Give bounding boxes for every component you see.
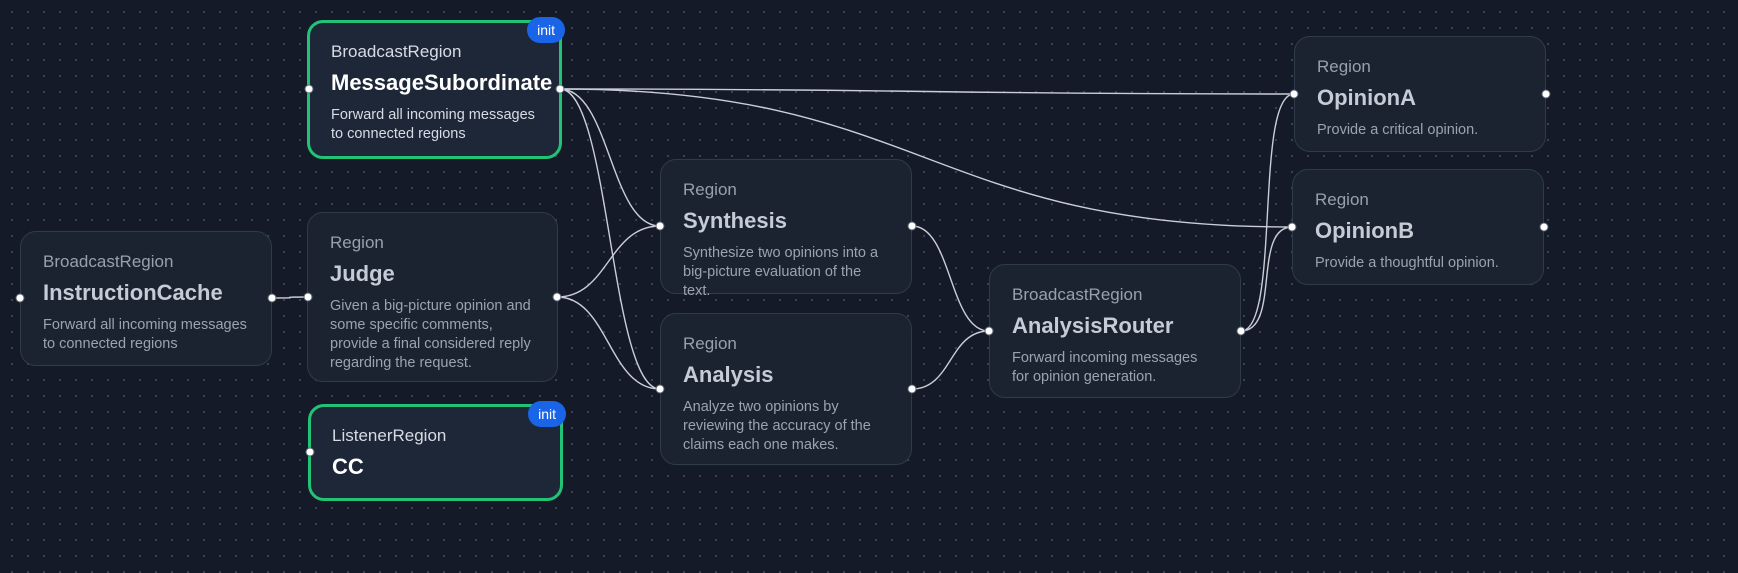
input-handle[interactable] — [15, 293, 25, 303]
node-description: Synthesize two opinions into a big-pictu… — [683, 245, 879, 299]
edge-message_subordinate-to-opinion_a — [559, 88, 1295, 95]
node-title: AnalysisRouter — [1012, 313, 1174, 338]
edge-judge-to-analysis — [556, 296, 661, 390]
node-title: Analysis — [683, 362, 774, 387]
node-cc[interactable]: ListenerRegion CC init — [308, 401, 566, 501]
output-handle[interactable] — [1236, 326, 1246, 336]
node-judge[interactable]: Region Judge Given a big-picture opinion… — [307, 212, 558, 382]
node-title: InstructionCache — [43, 280, 223, 305]
node-description: Given a big-picture opinion and some spe… — [330, 298, 531, 371]
input-handle[interactable] — [984, 326, 994, 336]
init-badge: init — [528, 401, 566, 427]
edge-analysis_router-to-opinion_a — [1240, 93, 1295, 332]
node-kind: Region — [330, 233, 384, 252]
node-kind: BroadcastRegion — [1012, 285, 1143, 304]
node-analysis[interactable]: Region Analysis Analyze two opinions by … — [660, 313, 912, 465]
input-handle[interactable] — [304, 84, 314, 94]
input-handle[interactable] — [655, 221, 665, 231]
edge-analysis_router-to-opinion_b — [1240, 226, 1293, 332]
node-opinion-b[interactable]: Region OpinionB Provide a thoughtful opi… — [1292, 169, 1544, 285]
node-title: OpinionB — [1315, 218, 1414, 243]
node-kind: Region — [1315, 190, 1369, 209]
input-handle[interactable] — [303, 292, 313, 302]
output-handle[interactable] — [1541, 89, 1551, 99]
node-title: CC — [332, 454, 364, 479]
node-title: Synthesis — [683, 208, 787, 233]
node-kind: BroadcastRegion — [331, 42, 462, 61]
input-handle[interactable] — [655, 384, 665, 394]
output-handle[interactable] — [907, 384, 917, 394]
node-description: Provide a critical opinion. — [1317, 122, 1479, 138]
node-message-subordinate[interactable]: BroadcastRegion MessageSubordinate Forwa… — [307, 17, 565, 159]
node-title: MessageSubordinate — [331, 70, 553, 95]
node-description: Forward all incoming messages to connect… — [331, 107, 535, 142]
input-handle[interactable] — [1289, 89, 1299, 99]
node-kind: Region — [1317, 57, 1371, 76]
node-title: OpinionA — [1317, 85, 1416, 110]
edge-synthesis-to-analysis_router — [911, 225, 990, 332]
node-kind: Region — [683, 180, 737, 199]
output-handle[interactable] — [552, 292, 562, 302]
edge-message_subordinate-to-analysis — [559, 88, 661, 390]
node-analysis-router[interactable]: BroadcastRegion AnalysisRouter Forward i… — [989, 264, 1241, 398]
input-handle[interactable] — [1287, 222, 1297, 232]
edge-judge-to-synthesis — [556, 225, 661, 298]
node-kind: ListenerRegion — [332, 426, 447, 445]
input-handle[interactable] — [305, 447, 315, 457]
output-handle[interactable] — [1539, 222, 1549, 232]
node-description: Forward all incoming messages to connect… — [43, 317, 247, 352]
init-badge: init — [527, 17, 565, 43]
node-description: Analyze two opinions by reviewing the ac… — [683, 399, 871, 453]
node-kind: Region — [683, 334, 737, 353]
node-description: Provide a thoughtful opinion. — [1315, 255, 1499, 271]
node-synthesis[interactable]: Region Synthesis Synthesize two opinions… — [660, 159, 912, 299]
node-description: Forward incoming messages for opinion ge… — [1012, 350, 1198, 385]
edge-analysis-to-analysis_router — [911, 330, 990, 390]
node-instruction-cache[interactable]: BroadcastRegion InstructionCache Forward… — [20, 231, 272, 366]
edge-message_subordinate-to-synthesis — [559, 88, 661, 227]
node-opinion-a[interactable]: Region OpinionA Provide a critical opini… — [1294, 36, 1546, 152]
output-handle[interactable] — [267, 293, 277, 303]
output-handle[interactable] — [555, 84, 565, 94]
node-kind: BroadcastRegion — [43, 252, 174, 271]
output-handle[interactable] — [907, 221, 917, 231]
node-title: Judge — [330, 261, 395, 286]
